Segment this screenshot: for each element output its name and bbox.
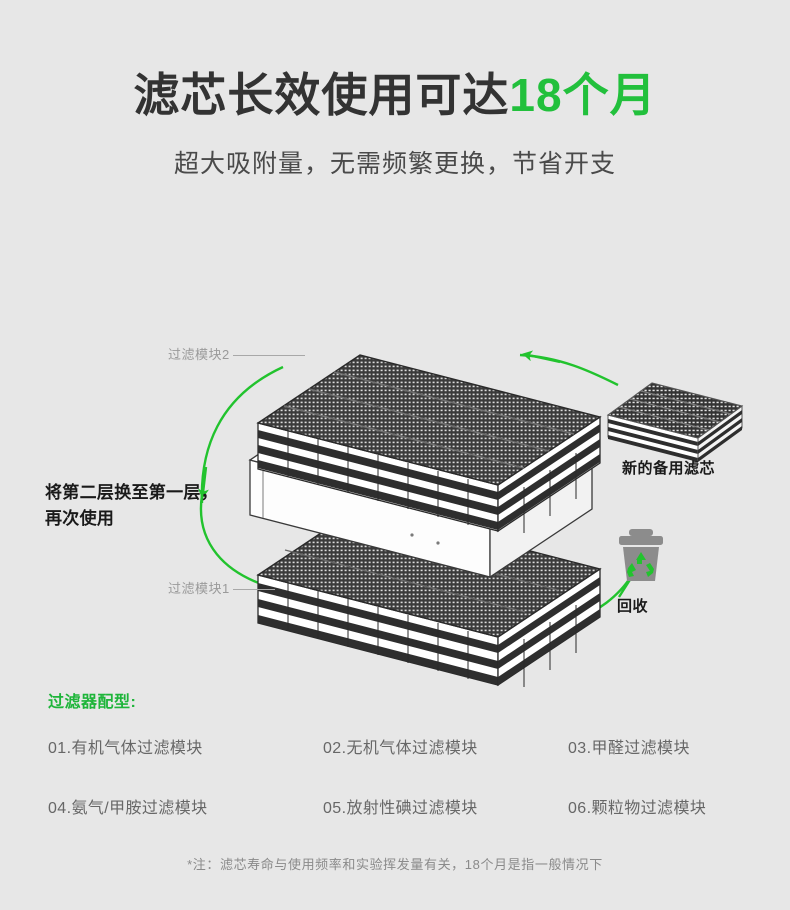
leader-line: [232, 589, 275, 591]
config-item: 04.氨气/甲胺过滤模块: [48, 800, 208, 817]
swap-instruction: 将第二层换至第一层， 再次使用: [45, 480, 218, 533]
swap-instruction-line-2: 再次使用: [45, 509, 115, 529]
headline-main-text: 滤芯长效使用可达: [133, 69, 510, 121]
config-item: 02.无机气体过滤模块: [323, 740, 478, 757]
spare-filter-cartridge: [606, 382, 744, 462]
filter-module-2: [256, 354, 602, 533]
config-section-title: 过滤器配型:: [48, 694, 137, 711]
recycle-bin-icon: [619, 529, 663, 581]
leader-label-module-1-text: 过滤模块1: [168, 581, 230, 596]
config-item: 01.有机气体过滤模块: [48, 740, 203, 757]
spare-filter-caption: 新的备用滤芯: [622, 460, 716, 477]
config-item: 03.甲醛过滤模块: [568, 740, 690, 757]
page-subtitle: 超大吸附量，无需频繁更换，节省开支: [173, 149, 616, 178]
leader-label-module-1: 过滤模块1: [168, 578, 275, 597]
header: 滤芯长效使用可达18个月 超大吸附量，无需频繁更换，节省开支: [0, 69, 790, 180]
config-list: 01.有机气体过滤模块 02.无机气体过滤模块 03.甲醛过滤模块 04.氨气/…: [48, 734, 758, 818]
swap-instruction-line-1: 将第二层换至第一层，: [45, 483, 218, 502]
leader-label-module-2-text: 过滤模块2: [168, 347, 230, 362]
config-item: 06.颗粒物过滤模块: [568, 800, 707, 817]
recycle-caption: 回收: [617, 598, 649, 615]
footnote: *注：滤芯寿命与使用频率和实验挥发量有关，18个月是指一般情况下: [187, 857, 603, 872]
leader-line: [232, 355, 305, 357]
install-spare-arrow: [519, 350, 619, 387]
headline-accent-text: 18个月: [509, 69, 657, 121]
diagram-illustration: [197, 350, 744, 687]
page-title: 滤芯长效使用可达18个月: [0, 69, 790, 122]
filter-diagram: 过滤模块2 过滤模块1 将第二层换至第一层， 再次使用 新的备用滤芯 回收: [0, 245, 790, 687]
leader-label-module-2: 过滤模块2: [168, 344, 305, 363]
config-item: 05.放射性碘过滤模块: [323, 800, 478, 817]
